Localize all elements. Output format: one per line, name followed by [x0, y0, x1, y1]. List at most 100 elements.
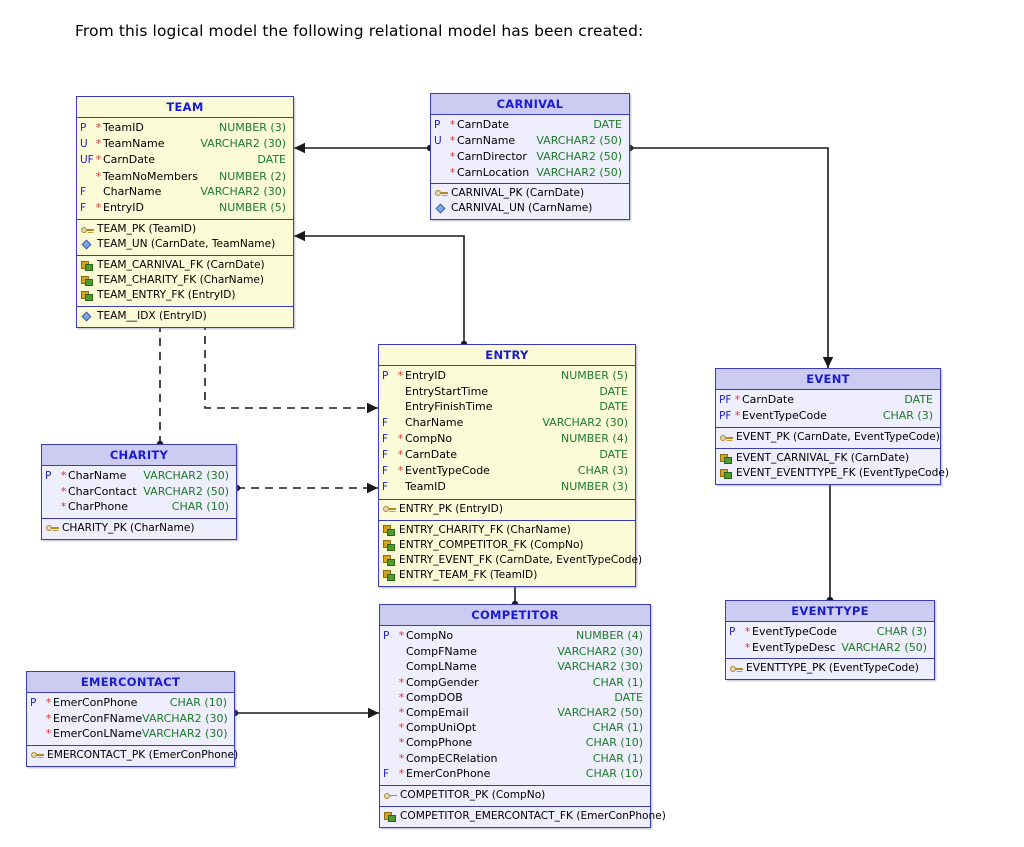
attribute-key-marker: P — [729, 626, 736, 638]
attribute-datatype: VARCHAR2 (30) — [200, 137, 286, 151]
constraint-row: COMPETITOR_PK (CompNo) — [380, 788, 650, 803]
constraint-row: EVENT_CARNIVAL_FK (CarnDate) — [716, 451, 940, 466]
mandatory-marker: * — [398, 629, 405, 642]
constraint-label: CARNIVAL_UN (CarnName) — [451, 201, 593, 214]
constraint-section: TEAM_CARNIVAL_FK (CarnDate)TEAM_CHARITY_… — [77, 256, 293, 308]
attribute-name: EventTypeCode — [752, 625, 837, 638]
attribute-datatype: NUMBER (4) — [561, 431, 628, 445]
constraint-row: CARNIVAL_PK (CarnDate) — [431, 186, 629, 201]
constraint-section: COMPETITOR_EMERCONTACT_FK (EmerConPhone) — [380, 807, 666, 827]
attribute-datatype: VARCHAR2 (50) — [143, 485, 229, 499]
attribute-key-marker: PF — [719, 410, 732, 423]
constraint-label: ENTRY_CHARITY_FK (CharName) — [399, 523, 571, 536]
mandatory-marker: * — [60, 485, 67, 499]
mandatory-marker: * — [734, 409, 741, 423]
entity-title-carnival: CARNIVAL — [431, 94, 629, 115]
primary-key-icon — [384, 790, 397, 801]
entity-title-competitor: COMPETITOR — [380, 605, 650, 626]
constraint-section: ENTRY_CHARITY_FK (CharName)ENTRY_COMPETI… — [379, 521, 642, 586]
attribute-name: EmerConPhone — [53, 696, 138, 709]
attribute-datatype: VARCHAR2 (50) — [536, 134, 622, 148]
unique-index-icon — [81, 239, 94, 250]
attribute-datatype: CHAR (3) — [876, 625, 927, 638]
constraint-row: CHARITY_PK (CharName) — [42, 521, 236, 536]
relationship-charity-to-entry — [233, 482, 378, 494]
attribute-name: CompNo — [405, 431, 453, 445]
attribute-datatype: VARCHAR2 (30) — [557, 660, 643, 674]
constraint-row: TEAM_CHARITY_FK (CharName) — [77, 273, 293, 288]
constraint-row: TEAM_PK (TeamID) — [77, 222, 293, 237]
attribute-datatype: DATE — [257, 153, 286, 167]
constraint-label: EVENTTYPE_PK (EventTypeCode) — [746, 662, 919, 675]
attribute-name: CompGender — [406, 675, 479, 689]
mandatory-marker: * — [744, 641, 751, 655]
attribute-key-marker: F — [382, 465, 389, 478]
attribute-name: CarnDate — [405, 448, 458, 462]
foreign-key-icon — [81, 290, 94, 302]
attribute-key-marker: F — [382, 481, 389, 494]
attribute-name: CharName — [405, 415, 464, 429]
attribute-name: CharName — [103, 184, 162, 198]
mandatory-marker: * — [45, 727, 52, 741]
mandatory-marker: * — [449, 150, 456, 164]
attribute-datatype: DATE — [904, 393, 933, 406]
relationship-emercontact-to-competitor — [231, 707, 379, 719]
attribute-name: EntryID — [103, 201, 144, 215]
attribute-datatype: VARCHAR2 (50) — [557, 706, 643, 720]
constraint-section: EVENT_CARNIVAL_FK (CarnDate)EVENT_EVENTT… — [716, 449, 949, 484]
entity-title-emercontact: EMERCONTACT — [27, 672, 234, 693]
attribute-datatype: VARCHAR2 (50) — [536, 165, 622, 179]
attribute-name: EntryID — [405, 369, 446, 382]
foreign-key-icon — [383, 525, 396, 536]
attribute-datatype: NUMBER (2) — [219, 169, 286, 183]
relationship-carnival-to-event — [626, 144, 834, 368]
entity-title-team: TEAM — [77, 97, 293, 118]
attribute-key-marker: P — [30, 697, 37, 709]
constraint-label: TEAM_UN (CarnDate, TeamName) — [97, 238, 276, 251]
relationship-entry-to-team — [294, 230, 468, 348]
constraint-row: TEAM_ENTRY_FK (EntryID) — [77, 288, 293, 303]
mandatory-marker: * — [449, 134, 456, 148]
constraint-row: ENTRY_TEAM_FK (TeamID) — [379, 568, 635, 583]
entity-title-event: EVENT — [716, 369, 940, 390]
primary-key-icon — [435, 188, 448, 199]
constraint-label: TEAM_CHARITY_FK (CharName) — [97, 274, 265, 287]
constraint-label: COMPETITOR_PK (CompNo) — [400, 789, 546, 802]
foreign-key-icon — [383, 570, 396, 581]
relationship-carnival-to-team — [294, 142, 434, 154]
constraint-row: COMPETITOR_EMERCONTACT_FK (EmerConPhone) — [380, 809, 666, 824]
attribute-datatype: DATE — [599, 385, 628, 399]
attribute-key-marker: P — [434, 119, 441, 131]
attribute-datatype: DATE — [593, 118, 622, 131]
attribute-name: CompNo — [406, 629, 454, 642]
attribute-datatype: NUMBER (5) — [561, 369, 628, 382]
attribute-name: EventTypeCode — [405, 464, 490, 478]
attribute-name: TeamID — [405, 480, 446, 494]
mandatory-marker: * — [734, 393, 741, 406]
constraint-section: TEAM_PK (TeamID)TEAM_UN (CarnDate, TeamN… — [77, 220, 293, 257]
mandatory-marker: * — [398, 706, 405, 720]
